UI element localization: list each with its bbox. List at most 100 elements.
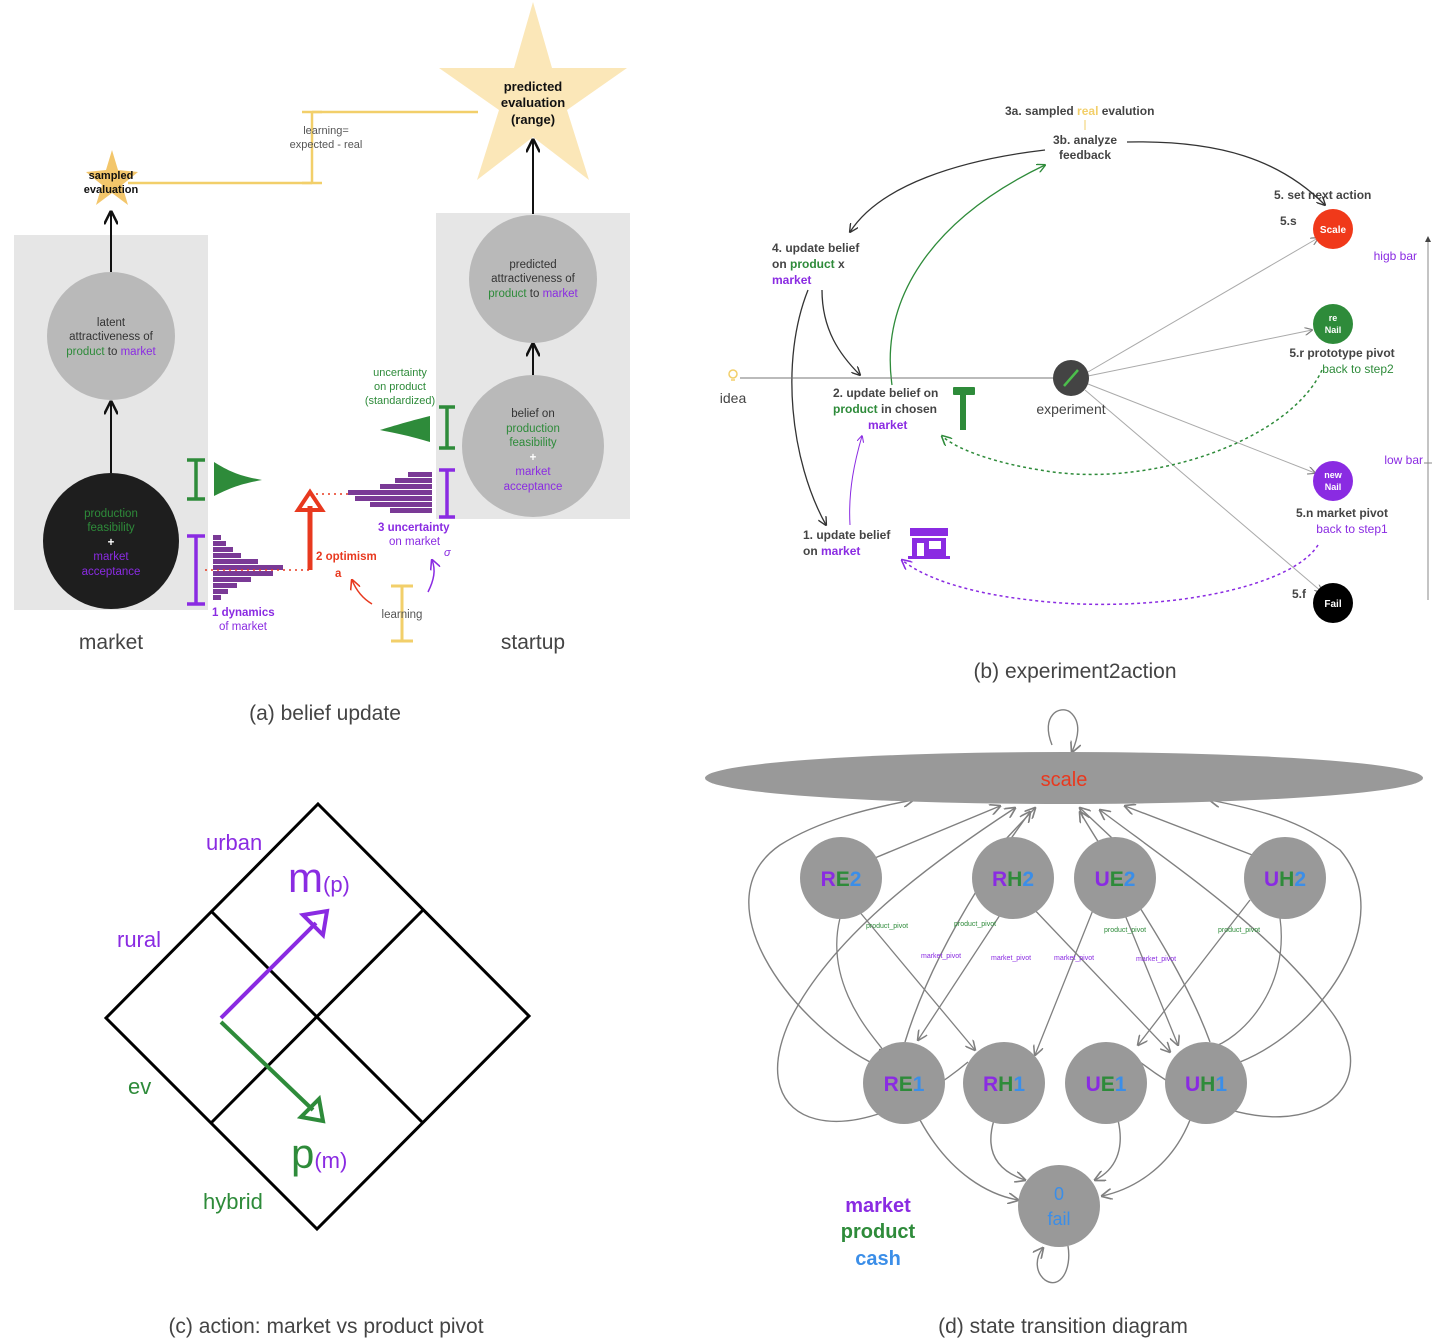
step3b-l1: 3b. analyze — [1053, 133, 1117, 147]
latent-attractiveness-node — [47, 272, 175, 400]
s5s-label: 5.s — [1280, 214, 1297, 228]
sampled-evaluation-star — [86, 150, 138, 205]
edge-label-product-pivot: product_pivot — [866, 923, 908, 930]
market-pivot-arc — [902, 544, 1319, 606]
legend-product: product — [841, 1221, 916, 1243]
caption-d: (d) state transition diagram — [938, 1315, 1188, 1338]
low-bar-label: low bar — [1384, 453, 1423, 467]
exp-to-newnail — [1087, 383, 1315, 473]
dynamics-l2: of market — [219, 621, 268, 633]
ue2-label: UE2 — [1095, 868, 1136, 891]
pred-attr-l1: predicted — [509, 259, 556, 271]
learning-top-2: expected - real — [290, 139, 363, 151]
market-label: market — [79, 631, 143, 654]
rh1-label: RH1 — [983, 1073, 1025, 1096]
s5n-l2: back to step1 — [1316, 522, 1388, 536]
scale-state-label: scale — [1041, 769, 1088, 791]
belief-l5: acceptance — [504, 481, 563, 493]
market-pivot-arrowhead — [298, 908, 330, 940]
unc-market-bracket — [439, 468, 455, 519]
learning-bracket-top — [128, 110, 478, 185]
edges-to-fail — [919, 1119, 1191, 1200]
fail-state-l2: fail — [1047, 1209, 1070, 1229]
exp-to-renail — [1087, 330, 1312, 377]
product-uncertainty-bracket — [439, 405, 455, 450]
s5n-l1: 5.n market pivot — [1296, 506, 1388, 520]
renail-l1: re — [1329, 313, 1338, 323]
belief-plus: + — [530, 452, 537, 464]
m-label: m(p) — [288, 854, 350, 901]
market-pivot-arrow — [219, 921, 318, 1020]
arc-3b-to-4 — [850, 149, 1046, 232]
learning-to-uncertainty-arrow — [427, 560, 434, 593]
unc-product-l3: (standardized) — [365, 395, 435, 407]
state-node-uh1 — [1165, 1042, 1247, 1124]
panel-c-pivot: urban rural ev hybrid m(p) p(m) (c) acti… — [103, 801, 532, 1338]
panel-d-state-transition: product_pivot product_pivot product_pivo… — [705, 709, 1423, 1338]
scale-node-label: Scale — [1320, 225, 1347, 236]
step3b-l2: feedback — [1059, 148, 1111, 162]
s5r-l2: back to step2 — [1322, 362, 1394, 376]
step2-l3: market — [868, 418, 907, 432]
product-uncertainty-shape — [380, 416, 430, 442]
caption-b: (b) experiment2action — [973, 660, 1176, 683]
optimism-arrow-head — [294, 488, 326, 512]
exp-to-fail — [1084, 389, 1322, 592]
unc-market-sigma: σ — [444, 547, 451, 559]
panel-a-belief-update: sampled evaluation predicted evaluation … — [14, 2, 630, 725]
exp-to-scale — [1087, 238, 1318, 373]
fail-node-label: Fail — [1324, 599, 1341, 610]
pencil-icon — [1063, 369, 1079, 387]
belief-l4: market — [515, 466, 551, 478]
unc-product-l2: on product — [374, 381, 426, 393]
state-node-re2 — [800, 837, 882, 919]
optimism-label: 2 optimism — [316, 551, 377, 563]
state-node-rh1 — [963, 1042, 1045, 1124]
fail-state-l1: 0 — [1054, 1184, 1064, 1204]
idea-label: idea — [720, 390, 747, 406]
belief-node — [462, 375, 604, 517]
edge-label-product-pivot: product_pivot — [1218, 927, 1260, 934]
dynamics-l1: 1 dynamics — [212, 607, 275, 619]
unc-market-histogram — [348, 472, 432, 513]
re1-label: RE1 — [884, 1073, 925, 1096]
s5r-l1: 5.r prototype pivot — [1289, 346, 1394, 360]
arc-1-to-2 — [849, 436, 862, 526]
arc-2-to-3b — [889, 165, 1045, 386]
hammer-icon — [953, 387, 975, 430]
edges-top-to-scale — [869, 806, 1261, 861]
optimism-a: a — [335, 568, 342, 580]
step2-l1: 2. update belief on — [833, 386, 938, 400]
state-node-uh2 — [1244, 837, 1326, 919]
renail-node — [1313, 304, 1353, 344]
p-label: p(m) — [291, 1130, 347, 1177]
state-node-rh2 — [972, 837, 1054, 919]
belief-l2: production — [506, 423, 560, 435]
bar-axis-top — [1425, 236, 1431, 242]
learning-to-optimism-arrow — [352, 580, 373, 605]
renail-l2: Nail — [1325, 325, 1342, 335]
sampled-label-1: sampled — [89, 170, 134, 182]
uh2-label: UH2 — [1264, 868, 1306, 891]
newnail-l1: new — [1324, 470, 1343, 480]
arc-4-to-1 — [791, 289, 826, 525]
edge-label-market-pivot: market_pivot — [1054, 955, 1094, 962]
state-node-ue1 — [1065, 1042, 1147, 1124]
step4-l3: market — [772, 273, 811, 287]
ue1-label: UE1 — [1086, 1073, 1127, 1096]
predicted-evaluation-star — [439, 2, 627, 180]
fail-self-loop — [1037, 1246, 1070, 1284]
belief-l1: belief on — [511, 408, 554, 420]
predicted-label-3: (range) — [511, 112, 555, 127]
arc-3b-to-5 — [1126, 141, 1325, 205]
prototype-pivot-arc — [942, 369, 1323, 476]
learning-top-1: learning= — [303, 125, 349, 137]
high-bar-label: higb bar — [1374, 249, 1417, 263]
state-node-re1 — [863, 1042, 945, 1124]
product-pivot-arrow — [219, 1020, 315, 1112]
legend-market: market — [845, 1195, 911, 1217]
predicted-label-2: evaluation — [501, 95, 565, 110]
market-green-bracket — [187, 458, 205, 501]
pred-attr-l2: attractiveness of — [491, 273, 576, 285]
